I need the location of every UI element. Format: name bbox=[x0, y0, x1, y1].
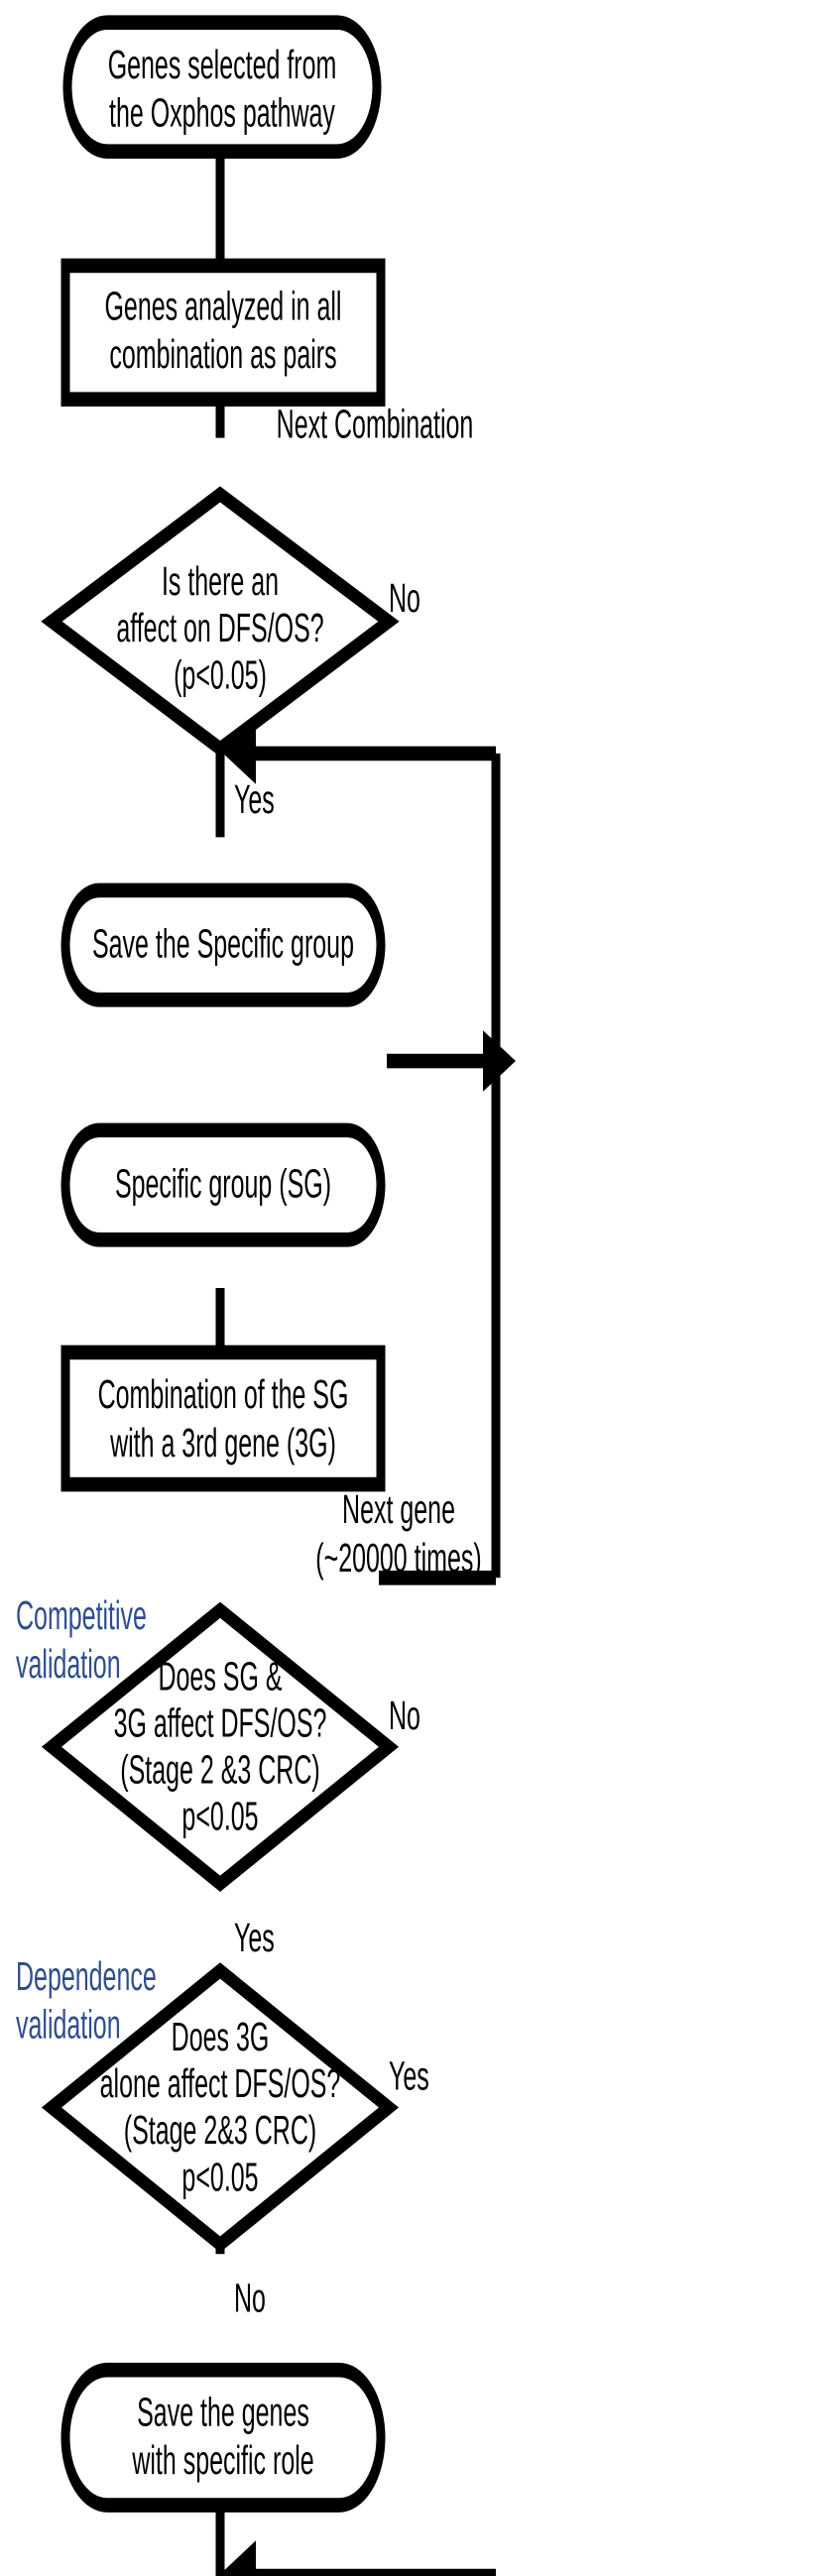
node-sg[interactable] bbox=[60, 1122, 386, 1247]
edge-label-decision3-yes: Yes bbox=[389, 2054, 429, 2100]
node-decision1-line2: affect on DFS/OS? bbox=[116, 606, 323, 651]
edge-label-decision3-no: No bbox=[234, 2277, 266, 2322]
node-save-final-line2: with specific role bbox=[132, 2438, 314, 2484]
edge-label-next-combination: Next Combination bbox=[277, 403, 474, 448]
node-save-final[interactable] bbox=[60, 2362, 386, 2513]
node-decision1-line1: Is there an bbox=[162, 559, 279, 605]
node-start-line1: Genes selected from bbox=[108, 43, 337, 88]
node-sg-line1: Specific group (SG) bbox=[115, 1161, 331, 1207]
arrowhead-next-combination bbox=[223, 723, 256, 784]
edge-label-decision2-no: No bbox=[389, 1694, 420, 1739]
node-decision3[interactable] bbox=[41, 1962, 400, 2253]
node-decision3-line1: Does 3G bbox=[172, 2015, 270, 2060]
node-decision2-line2: 3G affect DFS/OS? bbox=[114, 1700, 327, 1746]
node-decision3-line3: (Stage 2&3 CRC) bbox=[124, 2108, 316, 2154]
node-decision3-line2: alone affect DFS/OS? bbox=[100, 2061, 341, 2107]
node-combine3g-line1: Combination of the SG bbox=[98, 1372, 349, 1418]
edge-label-decision2-yes: Yes bbox=[234, 1916, 275, 1961]
edge-label-next-gene: Next gene bbox=[342, 1487, 455, 1533]
node-decision1-line3: (p<0.05) bbox=[174, 652, 267, 698]
node-pairs-line2: combination as pairs bbox=[109, 332, 336, 378]
annotation-competitive-line1: Competitive bbox=[16, 1593, 147, 1639]
node-decision2-line3: (Stage 2 &3 CRC) bbox=[120, 1747, 319, 1793]
annotation-dependence-line1: Dependence bbox=[16, 1954, 157, 2000]
node-start-line2: the Oxphos pathway bbox=[109, 91, 335, 137]
node-combine3g-line2: with a 3rd gene (3G) bbox=[109, 1421, 336, 1466]
node-decision2[interactable] bbox=[41, 1601, 400, 1892]
node-save-sg[interactable] bbox=[60, 882, 386, 1007]
node-decision3-line4: p<0.05 bbox=[181, 2155, 258, 2200]
node-start[interactable] bbox=[62, 15, 382, 159]
node-combine3g[interactable] bbox=[60, 1345, 386, 1492]
annotation-competitive-line2: validation bbox=[16, 1642, 121, 1688]
node-decision2-line1: Does SG & bbox=[158, 1654, 282, 1699]
node-save-final-line1: Save the genes bbox=[137, 2390, 309, 2435]
node-pairs[interactable] bbox=[60, 258, 386, 407]
edge-label-next-gene-count: (~20000 times) bbox=[315, 1536, 481, 1581]
node-decision2-line4: p<0.05 bbox=[181, 1794, 258, 1839]
node-pairs-line1: Genes analyzed in all bbox=[105, 284, 342, 329]
node-decision1[interactable] bbox=[41, 486, 400, 758]
edge-label-decision1-yes: Yes bbox=[234, 777, 275, 823]
annotation-dependence-line2: validation bbox=[16, 2003, 121, 2049]
edge-label-decision1-no: No bbox=[389, 576, 420, 622]
node-save-sg-line1: Save the Specific group bbox=[92, 921, 354, 967]
